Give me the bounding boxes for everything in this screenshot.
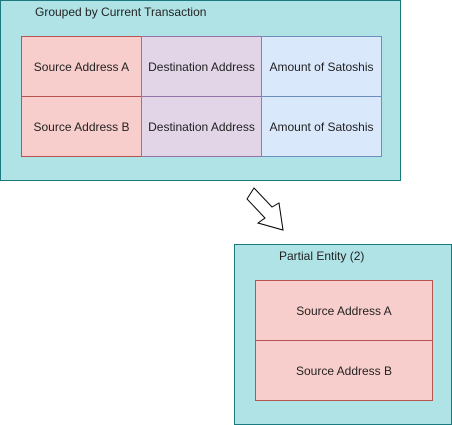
partial-entity-title: Partial Entity (2) — [279, 249, 365, 263]
source-address-cell: Source Address B — [21, 96, 142, 157]
arrow-shape — [246, 187, 284, 231]
entity-source-address-cell: Source Address A — [255, 280, 433, 341]
partial-entity-container: Partial Entity (2) Source Address A Sour… — [234, 244, 452, 425]
grouped-transaction-title: Grouped by Current Transaction — [35, 5, 207, 19]
grouped-transaction-container: Grouped by Current Transaction Source Ad… — [0, 0, 401, 181]
amount-cell: Amount of Satoshis — [261, 96, 382, 157]
source-address-cell: Source Address A — [21, 36, 142, 97]
destination-address-cell: Destination Address — [141, 96, 262, 157]
entity-source-address-cell: Source Address B — [255, 340, 433, 401]
destination-address-cell: Destination Address — [141, 36, 262, 97]
